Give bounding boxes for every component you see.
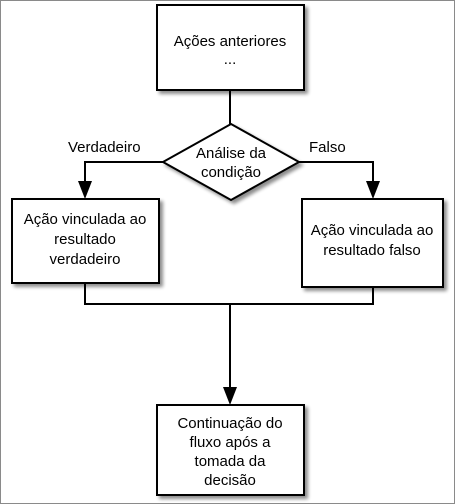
decision-line-1: Análise da <box>196 145 267 162</box>
start-box-line-2: ... <box>224 51 237 68</box>
arrowhead-true <box>78 181 92 199</box>
true-action-box <box>11 198 160 284</box>
end-box-line-3: tomada da <box>195 453 267 470</box>
shapes <box>11 4 444 496</box>
true-branch-label: Verdadeiro <box>68 139 141 156</box>
decision-line-2: condição <box>201 164 261 181</box>
decision-diamond <box>160 122 302 202</box>
connectors <box>84 90 374 389</box>
start-box-line-1: Ações anteriores <box>174 33 287 50</box>
false-box-line-2: resultado falso <box>323 242 421 259</box>
false-box-line-1: Ação vinculada ao <box>311 222 434 239</box>
end-box-line-1: Continuação do <box>177 415 282 432</box>
labels: Ações anteriores ... Análise da condição… <box>24 33 434 489</box>
connector-true-branch <box>84 161 163 183</box>
true-box-line-2: resultado <box>54 231 116 248</box>
false-branch-label: Falso <box>309 139 346 156</box>
true-box-line-3: verdadeiro <box>50 251 121 268</box>
start-box <box>156 4 305 91</box>
end-box <box>156 404 305 496</box>
branch-labels: Verdadeiro Falso <box>68 139 346 156</box>
arrowheads <box>78 181 380 405</box>
connector-false-branch <box>299 161 374 183</box>
false-action-box <box>301 198 444 288</box>
arrowhead-end <box>223 387 237 405</box>
arrowhead-false <box>366 181 380 199</box>
end-box-line-4: decisão <box>204 472 256 489</box>
true-box-line-1: Ação vinculada ao <box>24 211 147 228</box>
end-box-line-2: fluxo após a <box>190 434 272 451</box>
